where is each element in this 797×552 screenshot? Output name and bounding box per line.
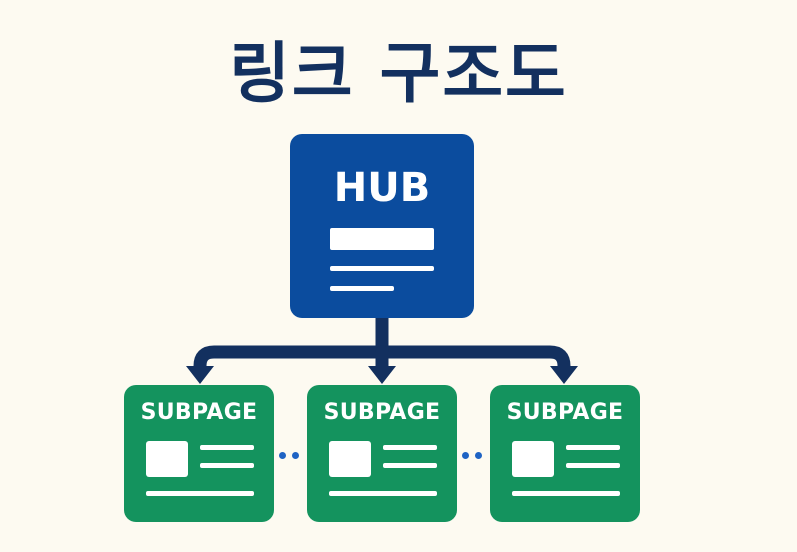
image-placeholder-icon: [329, 441, 371, 477]
subpage-label: SUBPAGE: [506, 400, 624, 425]
hub-header-bar: [330, 228, 434, 250]
hub-text-line: [330, 266, 434, 271]
arrow-head-right-icon: [550, 366, 578, 384]
dot-icon: [475, 452, 482, 459]
subpage-text-line-wide: [329, 491, 437, 496]
subpage-box-3: SUBPAGE: [490, 385, 640, 522]
subpage-label: SUBPAGE: [323, 400, 441, 425]
subpage-text-line: [566, 445, 620, 450]
ellipsis-dots-icon: [279, 452, 305, 460]
image-placeholder-icon: [146, 441, 188, 477]
right-branch-line: [375, 345, 571, 379]
hub-box: HUB: [290, 134, 474, 318]
subpage-text-line: [383, 445, 437, 450]
subpage-text-line: [383, 463, 437, 468]
arrow-head-left-icon: [186, 366, 214, 384]
dot-icon: [279, 452, 286, 459]
subpage-text-line: [200, 463, 254, 468]
dot-icon: [462, 452, 469, 459]
dot-icon: [292, 452, 299, 459]
subpage-box-1: SUBPAGE: [124, 385, 274, 522]
hub-text-line-short: [330, 286, 394, 291]
hub-label: HUB: [333, 165, 431, 211]
subpage-text-line: [566, 463, 620, 468]
subpage-text-line: [200, 445, 254, 450]
ellipsis-dots-icon: [462, 452, 488, 460]
subpage-label: SUBPAGE: [140, 400, 258, 425]
arrow-head-center-icon: [368, 366, 396, 384]
left-branch-line: [193, 345, 389, 379]
image-placeholder-icon: [512, 441, 554, 477]
subpage-box-2: SUBPAGE: [307, 385, 457, 522]
subpage-text-line-wide: [146, 491, 254, 496]
subpage-text-line-wide: [512, 491, 620, 496]
diagram-title: 링크 구조도: [229, 35, 568, 112]
